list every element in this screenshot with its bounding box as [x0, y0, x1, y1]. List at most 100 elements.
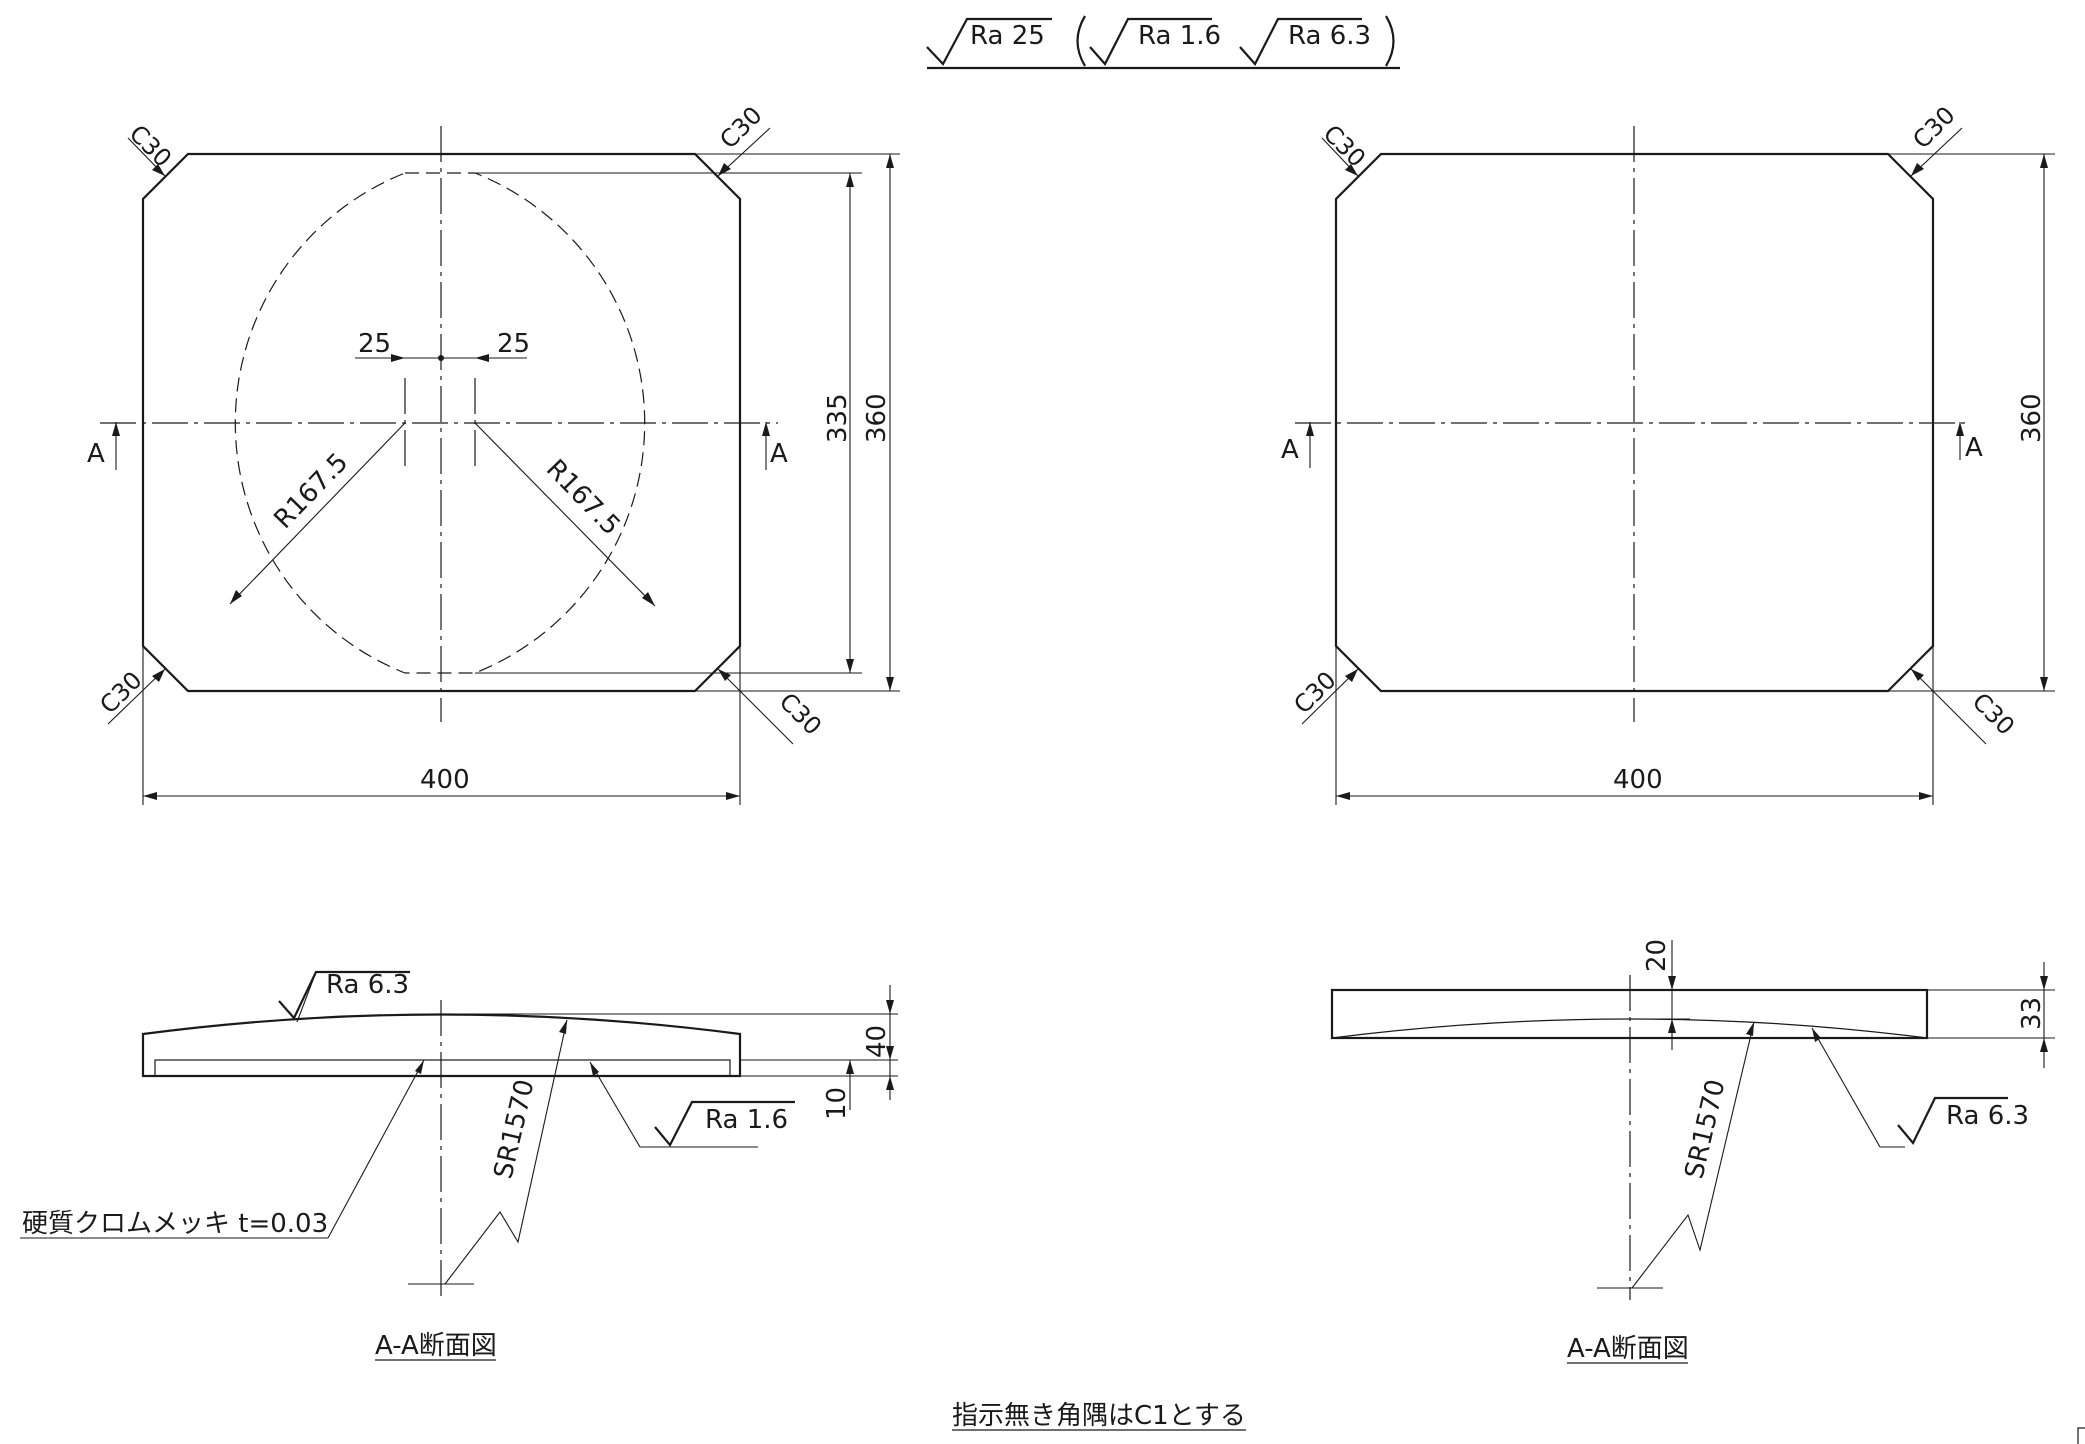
- arrow-icon: [846, 1060, 854, 1074]
- arrow-icon: [846, 659, 854, 673]
- dim-thickness-label: 40: [862, 1025, 892, 1058]
- dim-height-label: 360: [862, 393, 892, 443]
- dim-inner-height-label: 335: [823, 393, 853, 443]
- arrow-icon: [415, 1060, 424, 1074]
- finish-symbol-icon: [278, 970, 410, 1020]
- plating-leader: [327, 1059, 425, 1239]
- offset-left-label: 25: [358, 329, 391, 359]
- section-mark-left: A: [1281, 435, 1299, 465]
- plan-view-right: C30 C30 C30 C30 A A 360 400: [1281, 101, 2055, 805]
- finish-label: Ra 6.3: [1946, 1101, 2029, 1131]
- frame-corner: [2077, 1427, 2085, 1444]
- arrow-icon: [886, 1000, 894, 1014]
- open-bracket: [1076, 15, 1086, 67]
- arrow-icon: [642, 592, 655, 606]
- radius-right-label: R167.5: [540, 454, 626, 541]
- section-view-right: 20 33 Ra 6.3 SR1570 A-A断面図: [1330, 939, 2055, 1364]
- finish-main-label: Ra 25: [970, 21, 1045, 51]
- arrow-icon: [1911, 669, 1924, 681]
- arrow-icon: [1668, 1019, 1676, 1033]
- section-view-left: Ra 6.3 Ra 1.6 SR1570 硬質クロムメッキ t=0.03 40 …: [20, 970, 898, 1361]
- arrow-icon: [559, 1020, 567, 1034]
- recess-hidden-outline: [234, 172, 646, 674]
- sphere-radius-leader: [444, 1019, 568, 1285]
- chamfer-label-top-left: C30: [1318, 119, 1371, 172]
- section-mark-left: A: [87, 439, 105, 469]
- arrow-icon: [143, 792, 157, 800]
- arrow-icon: [2040, 677, 2048, 691]
- arrow-icon: [112, 422, 120, 436]
- chamfer-leader: [717, 668, 794, 745]
- chamfer-label-top-left: C30: [124, 119, 177, 172]
- close-bracket: [1385, 15, 1395, 67]
- arrow-icon: [1336, 792, 1350, 800]
- plating-note: 硬質クロムメッキ t=0.03: [22, 1209, 328, 1239]
- sphere-radius-leader: [1631, 1021, 1755, 1289]
- arrow-icon: [1668, 976, 1676, 990]
- chamfer-leader: [1910, 668, 1987, 745]
- arrow-icon: [1956, 422, 1964, 436]
- dim-width-label: 400: [420, 765, 470, 795]
- finish-leader: [589, 1061, 641, 1148]
- finish-bracket-2-label: Ra 6.3: [1288, 21, 1371, 51]
- offset-right-label: 25: [497, 329, 530, 359]
- dim-thickness-label: 33: [2017, 997, 2047, 1030]
- finish-symbol-icon: [926, 17, 1052, 66]
- arrow-icon: [1345, 669, 1358, 682]
- finish-symbol-icon: [1089, 17, 1212, 66]
- arrow-icon: [475, 354, 489, 362]
- radius-leader-right: [474, 422, 656, 607]
- finish-symbol-icon: [1897, 1096, 2008, 1146]
- general-note-text: 指示無き角隅はC1とする: [952, 1401, 1246, 1431]
- section-mark-right: A: [1965, 433, 1983, 463]
- arrow-icon: [1746, 1022, 1754, 1036]
- finish-top-label: Ra 6.3: [326, 970, 409, 1000]
- arrow-icon: [726, 792, 740, 800]
- dim-height-label: 360: [2017, 393, 2047, 443]
- section-title: A-A断面図: [1567, 1334, 1689, 1364]
- finish-bottom-label: Ra 1.6: [705, 1105, 788, 1135]
- arrow-icon: [391, 354, 405, 362]
- arrow-icon: [2040, 976, 2048, 990]
- section-title: A-A断面図: [375, 1331, 497, 1361]
- plan-view-left: 25 25 R167.5 R167.5 C30 C30 C30 C30 A A: [87, 101, 900, 805]
- arrow-icon: [230, 590, 242, 604]
- arrow-icon: [718, 163, 731, 176]
- arrow-icon: [2040, 1038, 2048, 1052]
- chamfer-label-bottom-left: C30: [94, 666, 147, 719]
- arrow-icon: [2040, 154, 2048, 168]
- dim-step-label: 10: [822, 1087, 852, 1120]
- arrow-icon: [590, 1062, 599, 1076]
- dim-width-label: 400: [1613, 765, 1663, 795]
- arrow-icon: [886, 154, 894, 168]
- arrow-icon: [1919, 792, 1933, 800]
- chamfer-label-bottom-left: C30: [1288, 666, 1341, 719]
- arrow-icon: [1911, 163, 1924, 176]
- arrow-icon: [1812, 1028, 1821, 1042]
- arrow-icon: [762, 422, 770, 436]
- arrow-icon: [886, 1076, 894, 1090]
- general-note: 指示無き角隅はC1とする: [952, 1401, 1246, 1431]
- finish-symbol-icon: [654, 1100, 795, 1147]
- chamfer-label-top-right: C30: [714, 101, 767, 154]
- arrow-icon: [886, 1046, 894, 1060]
- sphere-radius-label: SR1570: [489, 1077, 541, 1182]
- chamfer-label-top-right: C30: [1907, 101, 1960, 154]
- arrow-icon: [846, 173, 854, 187]
- finish-bracket-1-label: Ra 1.6: [1138, 21, 1221, 51]
- section-mark-right: A: [770, 439, 788, 469]
- finish-leader: [1811, 1027, 1881, 1148]
- arrow-icon: [1345, 164, 1358, 176]
- arrow-icon: [152, 669, 165, 682]
- surface-finish-header: Ra 25 Ra 1.6 Ra 6.3: [926, 15, 1400, 70]
- radius-left-label: R167.5: [268, 447, 354, 534]
- arrow-icon: [152, 164, 165, 176]
- arrow-icon: [886, 677, 894, 691]
- dim-depth-label: 20: [1642, 939, 1672, 972]
- finish-symbol-icon: [1239, 17, 1362, 66]
- arrow-icon: [718, 669, 731, 681]
- sphere-radius-label: SR1570: [1680, 1077, 1732, 1182]
- plating-layer: [154, 1059, 731, 1077]
- arrow-icon: [1306, 422, 1314, 436]
